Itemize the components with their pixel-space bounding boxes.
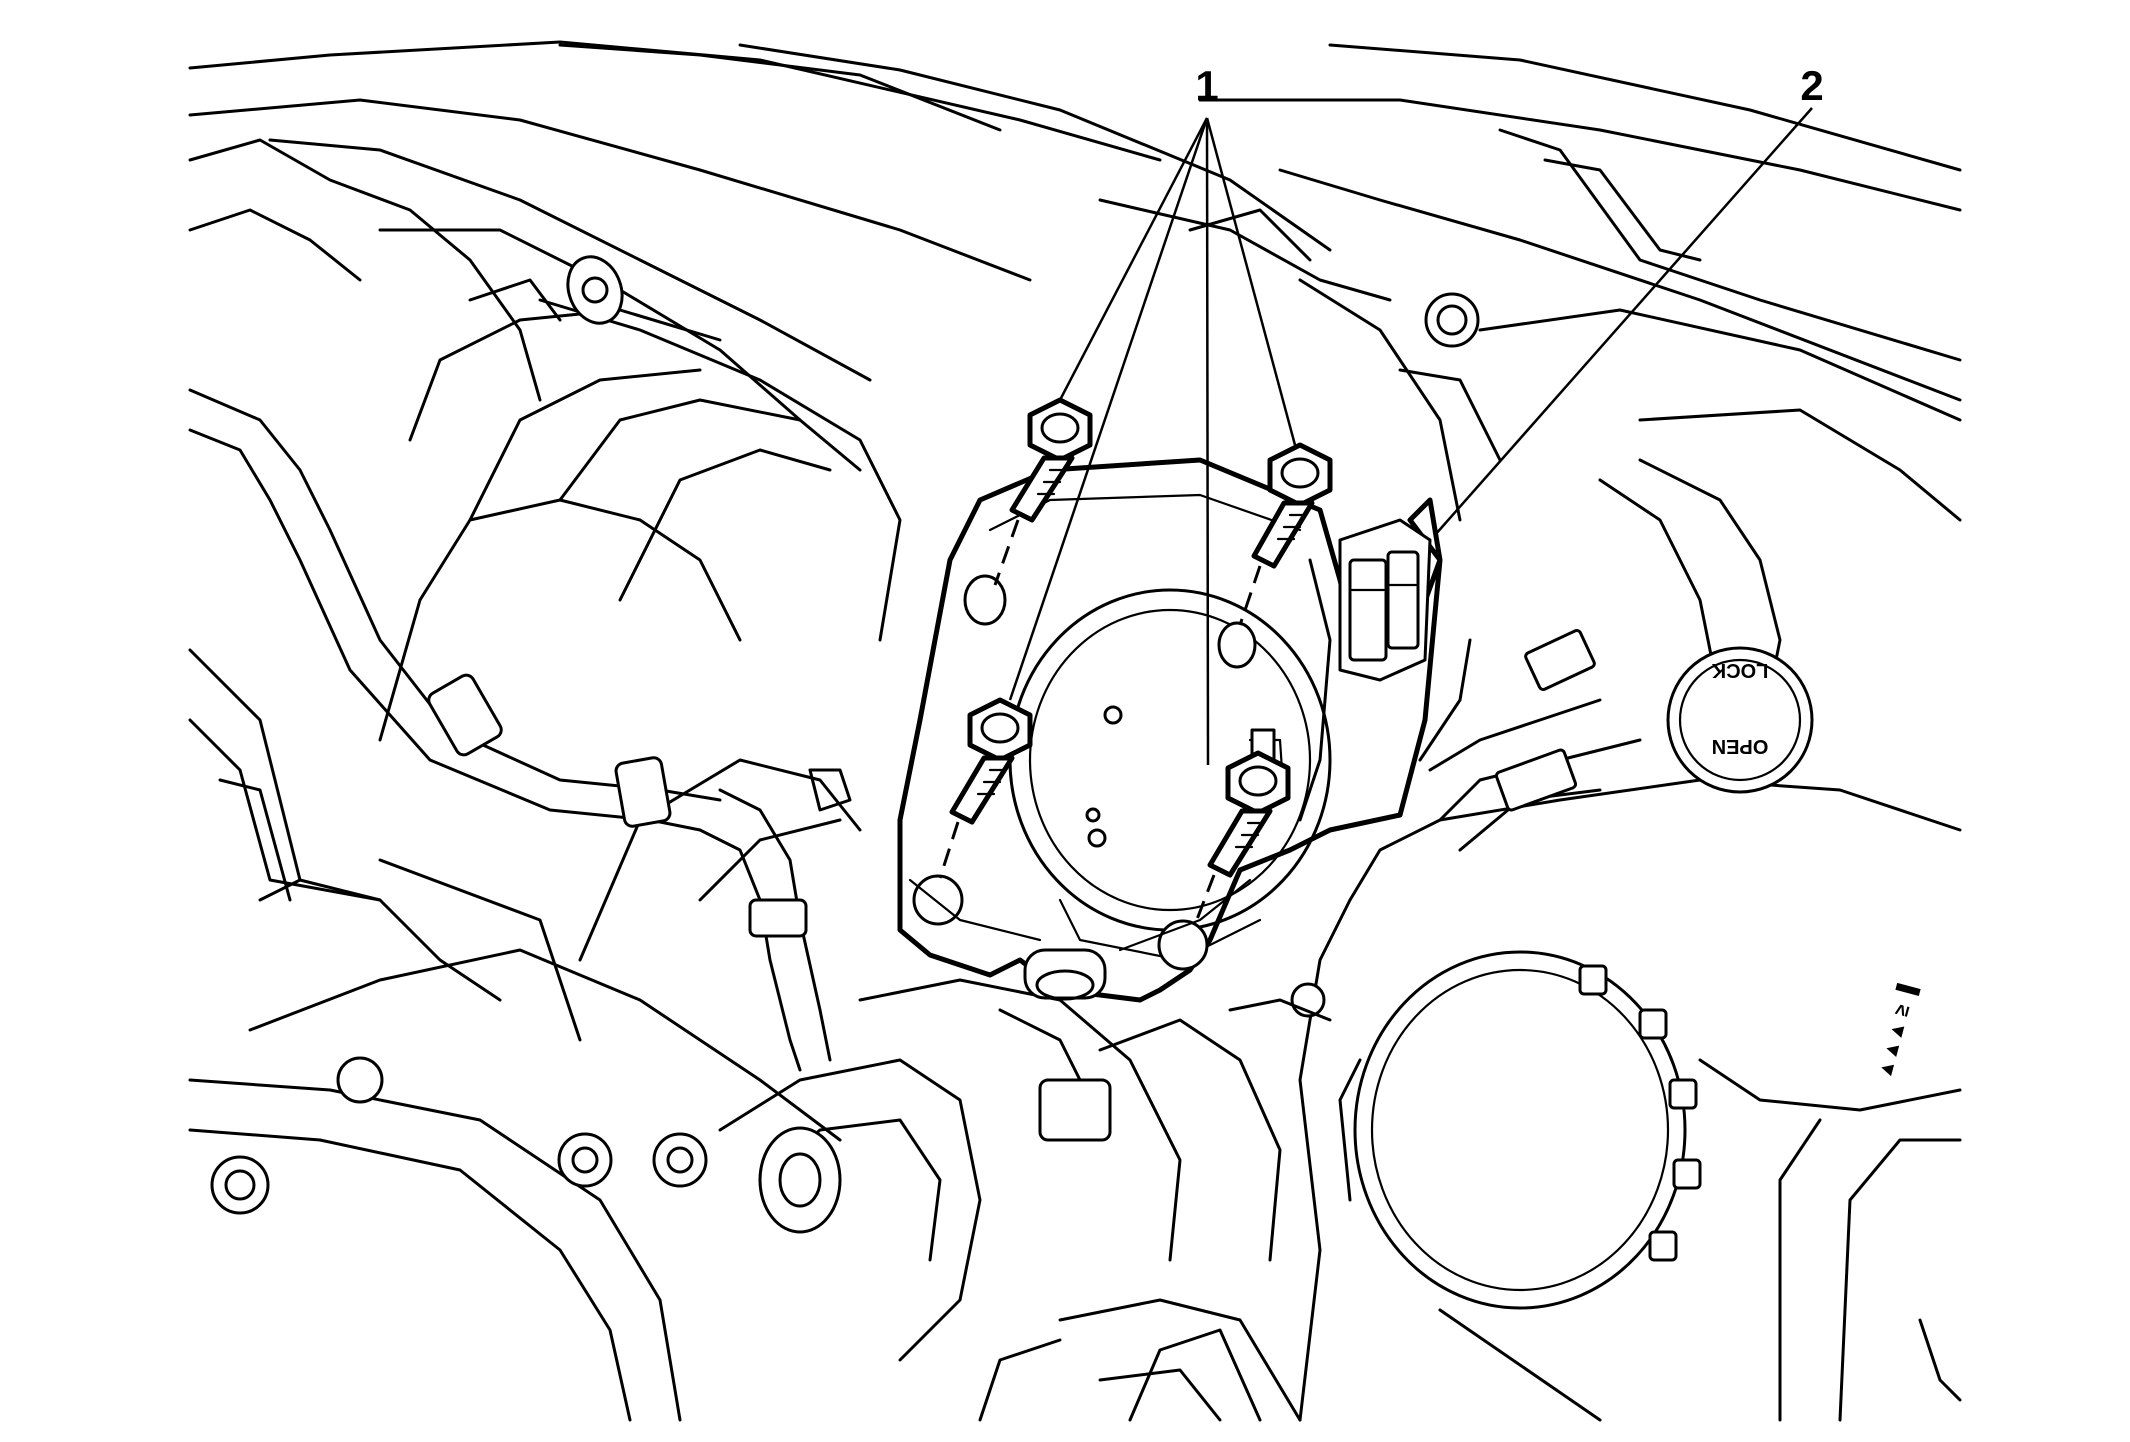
callout-1-label: 1 — [1195, 62, 1218, 109]
reservoir-cap-large — [1338, 950, 1702, 1422]
throttle-body — [897, 457, 1443, 1003]
mount-hole — [1157, 919, 1209, 971]
engine-bay-background — [188, 40, 1962, 522]
throttle-body-connector — [1338, 518, 1432, 682]
leader-lines — [1008, 107, 1813, 766]
leader-1-bottom-right — [1205, 117, 1210, 766]
mount-hole — [1217, 621, 1257, 669]
callout-2-label: 2 — [1800, 62, 1823, 109]
leader-1-bottom-left — [1008, 117, 1209, 701]
leader-1-top-left — [1058, 117, 1209, 401]
leader-2 — [1434, 107, 1813, 536]
harness-right — [1228, 629, 1642, 1022]
heater-hose — [188, 388, 852, 1072]
svg-text:▲▲▲ ≥ ▐: ▲▲▲ ≥ ▐ — [1872, 982, 1922, 1082]
lower-center-components — [718, 978, 1302, 1422]
bolt-bottom-left — [938, 697, 1033, 879]
lower-left-panel — [188, 648, 842, 1422]
bolt-top-left — [993, 397, 1093, 586]
bolt-top-right — [1238, 442, 1333, 626]
bolt-bottom-right — [1194, 750, 1291, 923]
leader-1-top-right — [1205, 117, 1297, 446]
mount-hole — [963, 574, 1007, 626]
intake-duct — [188, 138, 902, 962]
cap-lock-text: LOCK — [1711, 659, 1768, 681]
reservoir-cap-small: LOCK OPEN — [1666, 646, 1814, 794]
cap-open-text: OPEN — [1712, 735, 1769, 757]
